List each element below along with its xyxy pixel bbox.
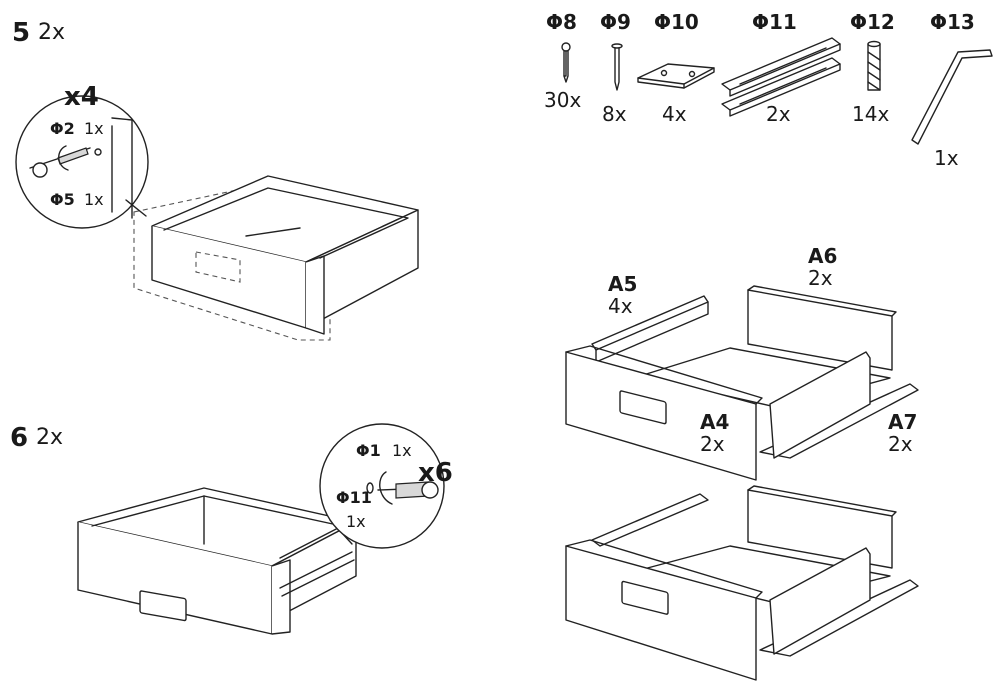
exploded-drawer [565, 285, 919, 481]
part-code: Φ9 [600, 10, 631, 34]
part-quantity: 1x [934, 146, 959, 170]
allen-key-icon [911, 49, 993, 145]
step5-part-quantity: 1x [84, 190, 104, 209]
step5-drawer [133, 175, 419, 341]
step6-part-code: Φ11 [336, 488, 372, 507]
part-quantity: 30x [544, 88, 582, 112]
part-code: Φ12 [850, 10, 895, 34]
step6-multiplier: x6 [418, 458, 453, 488]
drawer-runner-icon [721, 37, 841, 117]
board-code: A5 [608, 272, 638, 296]
part-code: Φ10 [654, 10, 699, 34]
step5-part-code: Φ2 [50, 119, 75, 138]
step5-zoom-circle [15, 95, 149, 229]
pin-icon [611, 43, 623, 91]
step5-part-quantity: 1x [84, 119, 104, 138]
step5-part-code: Φ5 [50, 190, 75, 209]
step6-zoom-circle [319, 423, 445, 549]
step6-part-quantity: 1x [346, 512, 366, 531]
board-quantity: 4x [608, 294, 633, 318]
part-quantity: 14x [852, 102, 890, 126]
part-code: Φ8 [546, 10, 577, 34]
step6-drawer [77, 487, 357, 635]
board-code: A7 [888, 410, 918, 434]
part-quantity: 4x [662, 102, 687, 126]
part-code: Φ11 [752, 10, 797, 34]
assembled-drawer [565, 485, 919, 681]
board-quantity: 2x [888, 432, 913, 456]
step-6-number: 6 [10, 423, 29, 453]
step6-part-quantity: 1x [392, 441, 412, 460]
part-quantity: 2x [766, 102, 791, 126]
board-quantity: 2x [700, 432, 725, 456]
step-6-quantity: 2x [36, 425, 64, 450]
step-5-quantity: 2x [38, 20, 66, 45]
step6-part-code: Φ1 [356, 441, 381, 460]
plate-icon [637, 63, 715, 89]
board-quantity: 2x [808, 266, 833, 290]
nail-icon [561, 42, 571, 83]
board-code: A4 [700, 410, 730, 434]
step5-multiplier: x4 [64, 82, 99, 112]
board-code: A6 [808, 244, 838, 268]
step-5-number: 5 [12, 18, 31, 48]
part-quantity: 8x [602, 102, 627, 126]
part-code: Φ13 [930, 10, 975, 34]
dowel-icon [867, 40, 881, 91]
